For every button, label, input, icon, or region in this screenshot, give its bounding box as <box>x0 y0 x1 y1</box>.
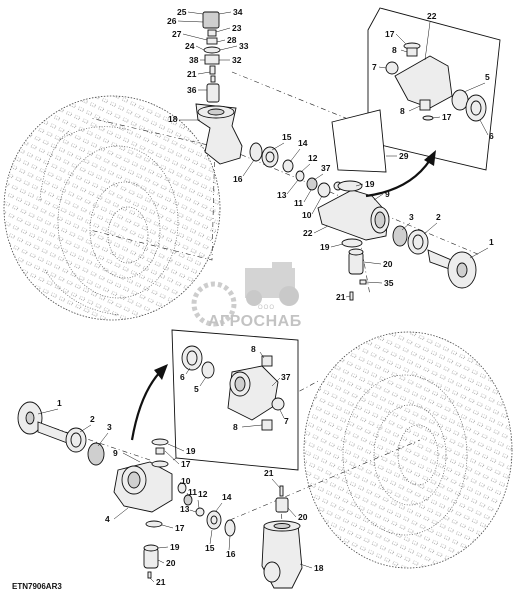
callout-9-upper: 9 <box>385 189 390 199</box>
callout-33: 33 <box>239 41 249 51</box>
callout-36: 36 <box>187 85 197 95</box>
lower-inset-panel <box>171 329 299 471</box>
upper-lower-pin <box>341 238 367 301</box>
callout-20-lower-left: 20 <box>166 558 176 568</box>
lower-callout-arrow <box>130 364 168 441</box>
callout-10-upper: 10 <box>302 210 312 220</box>
callout-28: 28 <box>227 35 237 45</box>
lower-tire <box>303 331 513 569</box>
callout-1-lower: 1 <box>57 398 62 408</box>
callout-29: 29 <box>399 151 409 161</box>
callout-14-lower: 14 <box>222 492 232 502</box>
callout-3-upper: 3 <box>409 212 414 222</box>
callout-18-upper: 18 <box>168 114 178 124</box>
callout-17-lower-top: 17 <box>181 459 191 469</box>
callout-11-upper: 11 <box>294 198 303 208</box>
callout-19-upper-bottom: 19 <box>320 242 330 252</box>
inset-callout-6: 6 <box>489 131 494 141</box>
callout-21-lower-left: 21 <box>156 577 166 587</box>
callout-22-upper: 22 <box>303 228 313 238</box>
upper-tire <box>3 95 221 321</box>
lower-inset-callout-6: 6 <box>180 372 185 382</box>
callout-18-lower: 18 <box>314 563 324 573</box>
callout-13-lower: 13 <box>180 504 190 514</box>
callout-3-lower: 3 <box>107 422 112 432</box>
callout-19-upper-top: 19 <box>365 179 375 189</box>
callout-20-upper: 20 <box>383 259 393 269</box>
callout-12-upper: 12 <box>308 153 318 163</box>
inset-callout-17-top: 17 <box>385 29 395 39</box>
upper-seal-bearing-row <box>249 142 343 198</box>
callout-10-lower: 10 <box>181 476 191 486</box>
callout-4: 4 <box>105 514 110 524</box>
lower-spindle-housing <box>113 438 236 579</box>
inset-callout-17-bottom: 17 <box>442 112 452 122</box>
callout-21-upper: 21 <box>336 292 346 302</box>
callout-19-lower-bottom: 19 <box>170 542 180 552</box>
watermark-logo: ООО АГРОСНАБ <box>191 262 302 330</box>
figure-code: ETN7906AR3 <box>12 582 62 591</box>
callout-14-upper: 14 <box>298 138 308 148</box>
callout-20-lower-right: 20 <box>298 512 308 522</box>
callout-1-upper: 1 <box>489 237 494 247</box>
lower-inset-callout-8-bottom: 8 <box>233 422 238 432</box>
callout-24: 24 <box>185 41 195 51</box>
callout-2-upper: 2 <box>436 212 441 222</box>
callout-34: 34 <box>233 7 243 17</box>
lower-inset-callout-37: 37 <box>281 372 291 382</box>
callout-16-lower: 16 <box>226 549 236 559</box>
callout-15-upper: 15 <box>282 132 292 142</box>
callout-23: 23 <box>232 23 242 33</box>
lower-inset-callout-8-top: 8 <box>251 344 256 354</box>
inset-callout-8-top: 8 <box>392 45 397 55</box>
watermark-prefix: ООО <box>258 305 275 311</box>
inset-callout-8-bottom: 8 <box>400 106 405 116</box>
callout-17-lower-bottom: 17 <box>175 523 185 533</box>
callout-21-top: 21 <box>187 69 197 79</box>
callout-13-upper: 13 <box>277 190 287 200</box>
callout-32: 32 <box>232 55 242 65</box>
lower-spindle-assembly <box>17 401 105 466</box>
callout-9-lower: 9 <box>113 448 118 458</box>
callout-35: 35 <box>384 278 394 288</box>
callout-labels: 34 25 26 23 27 28 24 33 38 32 21 36 18 1… <box>37 7 494 587</box>
callout-15-lower: 15 <box>205 543 215 553</box>
callout-27: 27 <box>172 29 182 39</box>
callout-11-lower: 11 <box>188 487 197 497</box>
upper-inset-panel <box>367 7 501 171</box>
inset-callout-7: 7 <box>372 62 377 72</box>
upper-kingpin-stack <box>202 11 221 103</box>
callout-12-lower: 12 <box>198 489 208 499</box>
callout-2-lower: 2 <box>90 414 95 424</box>
callout-21-lower-right: 21 <box>264 468 274 478</box>
inset-callout-5: 5 <box>485 72 490 82</box>
upper-knuckle-housing <box>195 103 243 165</box>
lower-knuckle-housing <box>261 485 303 589</box>
inset-callout-22: 22 <box>427 11 437 21</box>
callout-16-upper: 16 <box>233 174 243 184</box>
callout-26: 26 <box>167 16 177 26</box>
lower-inset-callout-5: 5 <box>194 384 199 394</box>
upper-spindle-assembly <box>392 225 477 289</box>
callout-37-upper: 37 <box>321 163 331 173</box>
upper-callout-arrow <box>365 150 436 198</box>
callout-25: 25 <box>177 7 187 17</box>
lower-inset-callout-7: 7 <box>284 416 289 426</box>
watermark-brand: АГРОСНАБ <box>208 313 302 330</box>
callout-38: 38 <box>189 55 199 65</box>
callout-19-lower-top: 19 <box>186 446 196 456</box>
